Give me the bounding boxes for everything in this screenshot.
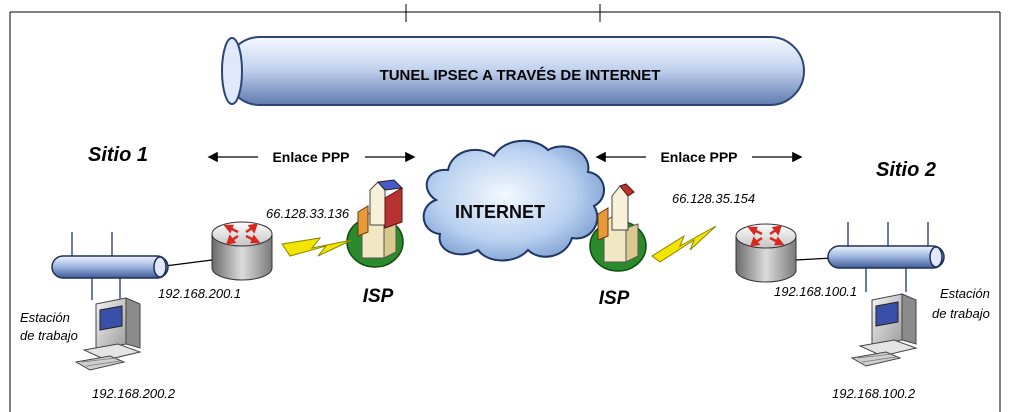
ppp-link-right: Enlace PPP	[595, 149, 803, 165]
workstation-right-label-line1: Estación	[940, 286, 990, 301]
ppp-bolt-right	[651, 225, 717, 263]
lan-segment-left	[51, 232, 213, 300]
workstation-left	[74, 297, 142, 371]
router-left-lan-ip: 192.168.200.1	[158, 286, 241, 301]
router-left	[211, 221, 273, 281]
router-right-lan-ip: 192.168.100.1	[774, 284, 857, 299]
ppp-bolt-left	[281, 237, 353, 257]
lan-segment-right	[795, 222, 945, 292]
workstation-left-label-line1: Estación	[20, 310, 70, 325]
isp-right-label: ISP	[599, 288, 630, 309]
internet-cloud: INTERNET	[422, 139, 605, 262]
isp-building-right	[589, 183, 647, 272]
workstation-right-label-line2: de trabajo	[932, 306, 990, 321]
workstation-right-ip: 192.168.100.2	[832, 386, 916, 401]
ppp-link-left: Enlace PPP	[207, 149, 416, 165]
internet-label: INTERNET	[455, 202, 545, 222]
ipsec-tunnel: TUNEL IPSEC A TRAVÉS DE INTERNET	[221, 36, 805, 106]
ppp-link-right-label: Enlace PPP	[660, 149, 737, 165]
isp-left-label: ISP	[363, 286, 394, 307]
isp-building-left	[346, 179, 404, 268]
workstation-right	[850, 293, 918, 367]
wan-ip-right: 66.128.35.154	[672, 191, 755, 206]
ppp-link-left-label: Enlace PPP	[272, 149, 349, 165]
router-right	[735, 223, 797, 283]
tunnel-title: TUNEL IPSEC A TRAVÉS DE INTERNET	[380, 67, 661, 84]
frame	[9, 4, 1001, 412]
site-2-label: Sitio 2	[876, 159, 936, 181]
wan-ip-left: 66.128.33.136	[266, 206, 350, 221]
site-1-label: Sitio 1	[88, 144, 148, 166]
workstation-left-label-line2: de trabajo	[20, 328, 78, 343]
workstation-left-ip: 192.168.200.2	[92, 386, 176, 401]
